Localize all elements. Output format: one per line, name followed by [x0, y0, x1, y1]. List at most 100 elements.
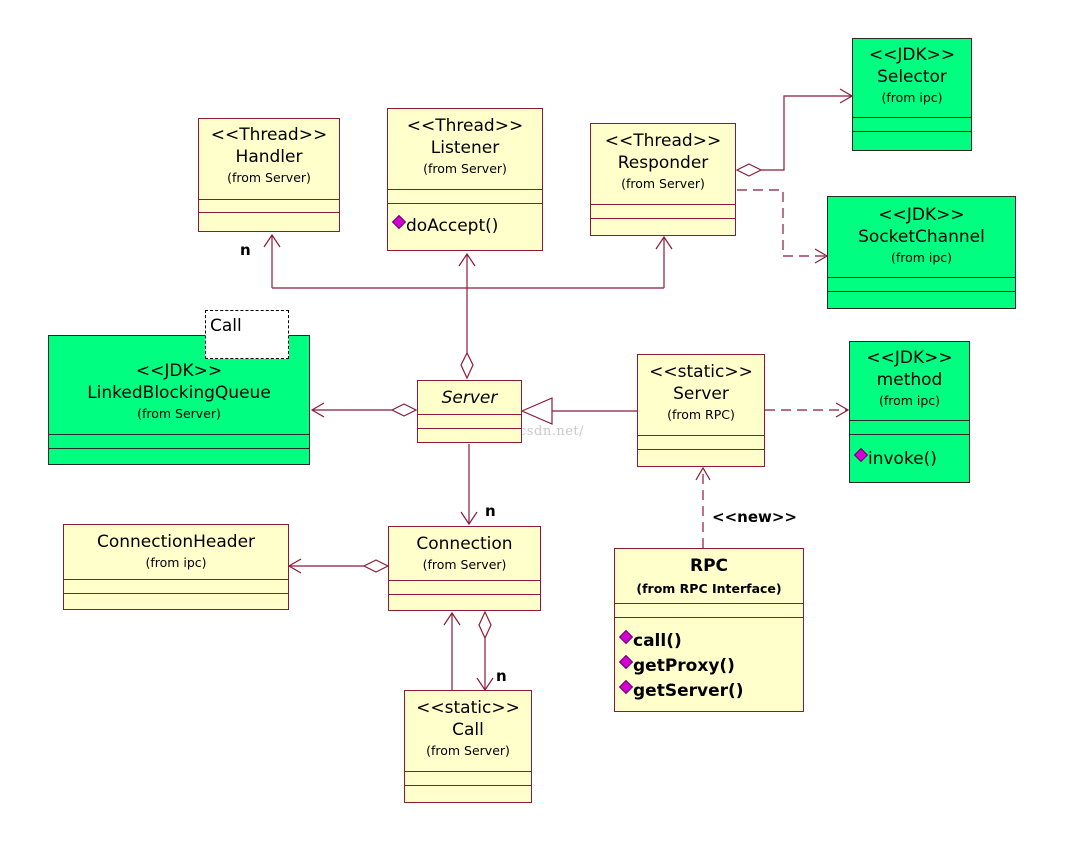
connectionheader-operations-divider: [64, 593, 288, 594]
connection-arrowhead: [460, 511, 478, 526]
rpc-operation[interactable]: getServer(): [618, 679, 799, 704]
socketchannel-stereotype: <<JDK>>: [878, 205, 965, 225]
listener-arrowhead: [458, 252, 476, 267]
class-responder[interactable]: <<Thread>> Responder (from Server): [590, 123, 736, 236]
call-aggregation-diamond: [478, 610, 492, 640]
class-connection[interactable]: Connection (from Server): [388, 526, 541, 611]
socketchannel-name: SocketChannel: [858, 227, 985, 247]
server-name: Server: [441, 388, 498, 408]
rpc-attributes-divider: [615, 603, 803, 604]
static-call-stereotype: <<static>>: [416, 698, 520, 718]
rpc-operation[interactable]: call(): [618, 629, 799, 654]
selector-origin: (from ipc): [881, 90, 943, 105]
static-call-attributes-divider: [405, 771, 531, 772]
queue-arrowhead: [310, 402, 325, 418]
responder-socketchannel-dependency: [737, 189, 827, 257]
method-arrowhead: [835, 402, 850, 418]
class-static-call[interactable]: <<static>> Call (from Server): [404, 690, 532, 803]
linkedblockingqueue-attributes-divider: [49, 434, 309, 435]
rpc-name: RPC: [689, 556, 729, 576]
method-operations: invoke(): [853, 447, 965, 472]
static-server-origin: (from RPC): [667, 407, 735, 422]
static-call-name: Call: [452, 720, 484, 740]
responder-name: Responder: [617, 153, 709, 173]
call-note[interactable]: Call: [205, 310, 289, 359]
selector-name: Selector: [877, 67, 947, 87]
connection-multiplicity: n: [485, 502, 496, 520]
linkedblockingqueue-operations-divider: [49, 448, 309, 449]
class-method[interactable]: <<JDK>> method (from ipc) invoke(): [849, 341, 970, 483]
connectionheader-origin: (from ipc): [145, 555, 207, 570]
rpc-operation-label: getServer(): [633, 681, 744, 701]
call-note-text: Call: [210, 316, 242, 336]
socketchannel-attributes-divider: [828, 277, 1015, 278]
responder-selector-link: [761, 95, 852, 171]
operation-icon: [618, 679, 634, 695]
socketchannel-origin: (from ipc): [890, 250, 953, 265]
rpc-operation-label: call(): [633, 631, 682, 651]
static-server-attributes-divider: [638, 435, 764, 436]
class-selector[interactable]: <<JDK>> Selector (from ipc): [852, 38, 972, 151]
selector-operations-divider: [853, 131, 971, 132]
static-call-operations-divider: [405, 785, 531, 786]
linkedblockingqueue-name: LinkedBlockingQueue: [87, 383, 271, 403]
static-server-stereotype: <<static>>: [649, 362, 753, 382]
responder-attributes-divider: [591, 204, 735, 205]
listener-operation-label: doAccept(): [406, 216, 499, 236]
rpc-operation[interactable]: getProxy(): [618, 654, 799, 679]
listener-operations-divider: [388, 203, 542, 204]
responder-operations-divider: [591, 218, 735, 219]
socketchannel-operations-divider: [828, 291, 1015, 292]
method-attributes-divider: [850, 420, 969, 421]
operation-icon: [391, 214, 407, 230]
rpc-origin: (from RPC Interface): [636, 581, 782, 596]
header-aggregation-diamond: [362, 559, 390, 573]
server-aggregation-diamond: [460, 351, 474, 380]
connectionheader-attributes-divider: [64, 579, 288, 580]
method-operation-label: invoke(): [868, 449, 937, 469]
linkedblockingqueue-origin: (from Server): [137, 406, 221, 421]
queue-aggregation-diamond: [390, 403, 418, 417]
server-operations-divider: [418, 428, 521, 429]
listener-operation[interactable]: doAccept(): [391, 214, 538, 239]
static-server-operations-divider: [638, 449, 764, 450]
linkedblockingqueue-stereotype: <<JDK>>: [135, 361, 223, 381]
class-socketchannel[interactable]: <<JDK>> SocketChannel (from ipc): [827, 196, 1016, 309]
responder-origin: (from Server): [621, 176, 705, 191]
method-operation[interactable]: invoke(): [853, 447, 965, 472]
class-handler[interactable]: <<Thread>> Handler (from Server): [198, 118, 340, 232]
selector-stereotype: <<JDK>>: [868, 45, 956, 65]
responder-aggregation-diamond: [735, 163, 763, 177]
handler-stereotype: <<Thread>>: [210, 125, 328, 145]
class-rpc[interactable]: RPC (from RPC Interface) call() getProxy…: [614, 548, 804, 712]
operation-icon: [853, 447, 869, 463]
connection-name: Connection: [416, 534, 513, 554]
class-listener[interactable]: <<Thread>> Listener (from Server) doAcce…: [387, 108, 543, 251]
method-operations-divider: [850, 434, 969, 435]
listener-origin: (from Server): [423, 161, 507, 176]
rpc-arrowhead: [695, 466, 711, 481]
handler-multiplicity: n: [240, 241, 251, 259]
responder-arrowhead: [655, 235, 673, 250]
connection-origin: (from Server): [422, 557, 507, 572]
operation-icon: [618, 654, 634, 670]
class-server[interactable]: Server: [417, 380, 522, 443]
listener-attributes-divider: [388, 189, 542, 190]
connection-attributes-divider: [389, 580, 540, 581]
method-name: method: [876, 370, 943, 390]
server-attributes-divider: [418, 414, 521, 415]
listener-stereotype: <<Thread>>: [406, 116, 524, 136]
call-multiplicity: n: [496, 667, 507, 685]
class-connectionheader[interactable]: ConnectionHeader (from ipc): [63, 524, 289, 610]
method-stereotype: <<JDK>>: [866, 348, 953, 368]
static-call-origin: (from Server): [426, 743, 510, 758]
handler-arrowhead: [263, 233, 281, 248]
rpc-operations: call() getProxy() getServer(): [618, 629, 799, 704]
listener-name: Listener: [430, 138, 500, 158]
rpc-operations-divider: [615, 617, 803, 618]
responder-stereotype: <<Thread>>: [604, 131, 722, 151]
call-connection-arrowhead: [443, 611, 461, 626]
operation-icon: [618, 629, 634, 645]
class-static-server[interactable]: <<static>> Server (from RPC): [637, 354, 765, 467]
